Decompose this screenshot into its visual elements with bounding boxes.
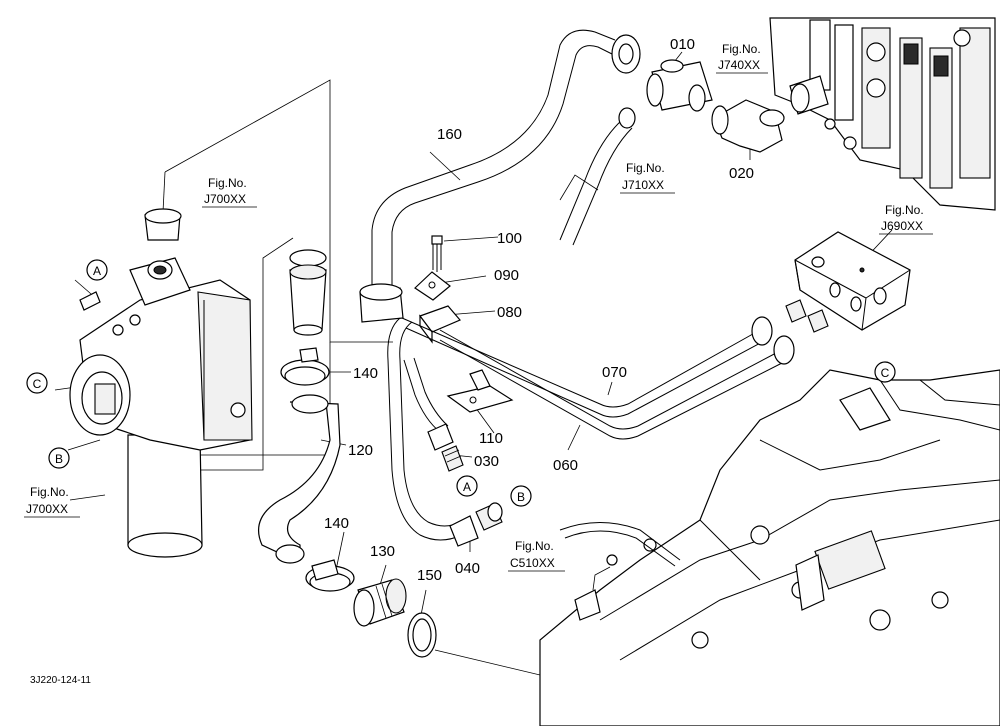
part-label-090: 090 [494, 267, 519, 284]
svg-text:Fig.No.: Fig.No. [885, 203, 924, 217]
plate-090 [414, 271, 451, 301]
svg-text:A: A [463, 480, 471, 494]
fitting-040 [449, 502, 503, 547]
svg-text:J700XX: J700XX [204, 192, 246, 206]
part-label-080: 080 [497, 304, 522, 321]
part-labels: 010 020 160 100 090 080 070 060 110 030 … [324, 36, 754, 584]
callout-a-left: A [86, 259, 108, 281]
part-label-120: 120 [348, 442, 373, 459]
svg-text:C: C [33, 377, 42, 391]
svg-text:J690XX: J690XX [881, 219, 923, 233]
part-label-140-top: 140 [353, 365, 378, 382]
svg-text:J740XX: J740XX [718, 58, 760, 72]
elbow-fitting-020 [711, 99, 785, 153]
o-ring-150 [407, 612, 437, 658]
fitting-030 [427, 423, 464, 472]
svg-text:Fig.No.: Fig.No. [722, 42, 761, 56]
svg-text:J700XX: J700XX [26, 502, 68, 516]
part-label-150: 150 [417, 567, 442, 584]
callout-b-left: B [48, 447, 70, 469]
nipple-130 [353, 578, 407, 627]
callout-c-right: C [874, 361, 896, 383]
svg-text:B: B [517, 490, 525, 504]
control-valve-assembly [769, 17, 996, 211]
svg-text:Fig.No.: Fig.No. [626, 161, 665, 175]
svg-text:C: C [881, 366, 890, 380]
fig-ref-c510: Fig.No. C510XX [508, 539, 565, 572]
filter-cartridge [289, 249, 327, 336]
part-label-030: 030 [474, 453, 499, 470]
pipe-070 [401, 316, 773, 418]
svg-text:Fig.No.: Fig.No. [515, 539, 554, 553]
part-label-100: 100 [497, 230, 522, 247]
svg-text:B: B [55, 452, 63, 466]
bracket-110 [446, 369, 514, 413]
svg-text:J710XX: J710XX [622, 178, 664, 192]
transmission-housing [539, 369, 1000, 726]
drawing-code: 3J220-124-11 [30, 675, 91, 686]
fig-ref-j710: Fig.No. J710XX [620, 161, 675, 194]
part-label-020: 020 [729, 165, 754, 182]
figure-references: Fig.No. J740XX Fig.No. J710XX Fig.No. J7… [24, 42, 933, 572]
svg-text:C510XX: C510XX [510, 556, 555, 570]
svg-text:Fig.No.: Fig.No. [208, 176, 247, 190]
bolt-100 [431, 235, 443, 272]
hose-160 [359, 29, 641, 323]
part-label-060: 060 [553, 457, 578, 474]
hose-clamp-140-bottom [305, 559, 355, 592]
part-label-070: 070 [602, 364, 627, 381]
pipe-b-line [387, 317, 463, 541]
callout-a-mid: A [456, 475, 478, 497]
part-label-160: 160 [437, 126, 462, 143]
pipe-j710 [559, 107, 636, 246]
fig-ref-j740: Fig.No. J740XX [716, 42, 768, 74]
part-label-010: 010 [670, 36, 695, 53]
fig-ref-j700-top: Fig.No. J700XX [202, 176, 257, 208]
clamp-080 [419, 305, 461, 344]
tee-fitting-010 [646, 59, 713, 112]
svg-text:Fig.No.: Fig.No. [30, 485, 69, 499]
part-label-130: 130 [370, 543, 395, 560]
hydraulic-pump [69, 208, 253, 558]
fig-ref-j690: Fig.No. J690XX [879, 203, 933, 235]
svg-text:A: A [93, 264, 101, 278]
part-label-110: 110 [479, 430, 503, 447]
fig-ref-j700-bottom: Fig.No. J700XX [24, 485, 80, 518]
hose-clamp-140-top [280, 347, 330, 386]
hose-120 [258, 394, 341, 564]
callouts: A C B A B C [26, 259, 896, 507]
part-label-040: 040 [455, 560, 480, 577]
callout-b-mid: B [510, 485, 532, 507]
part-label-140-bottom: 140 [324, 515, 349, 532]
callout-c-left: C [26, 372, 48, 394]
pipe-060 [439, 329, 795, 440]
manifold-block-j690 [785, 231, 911, 333]
